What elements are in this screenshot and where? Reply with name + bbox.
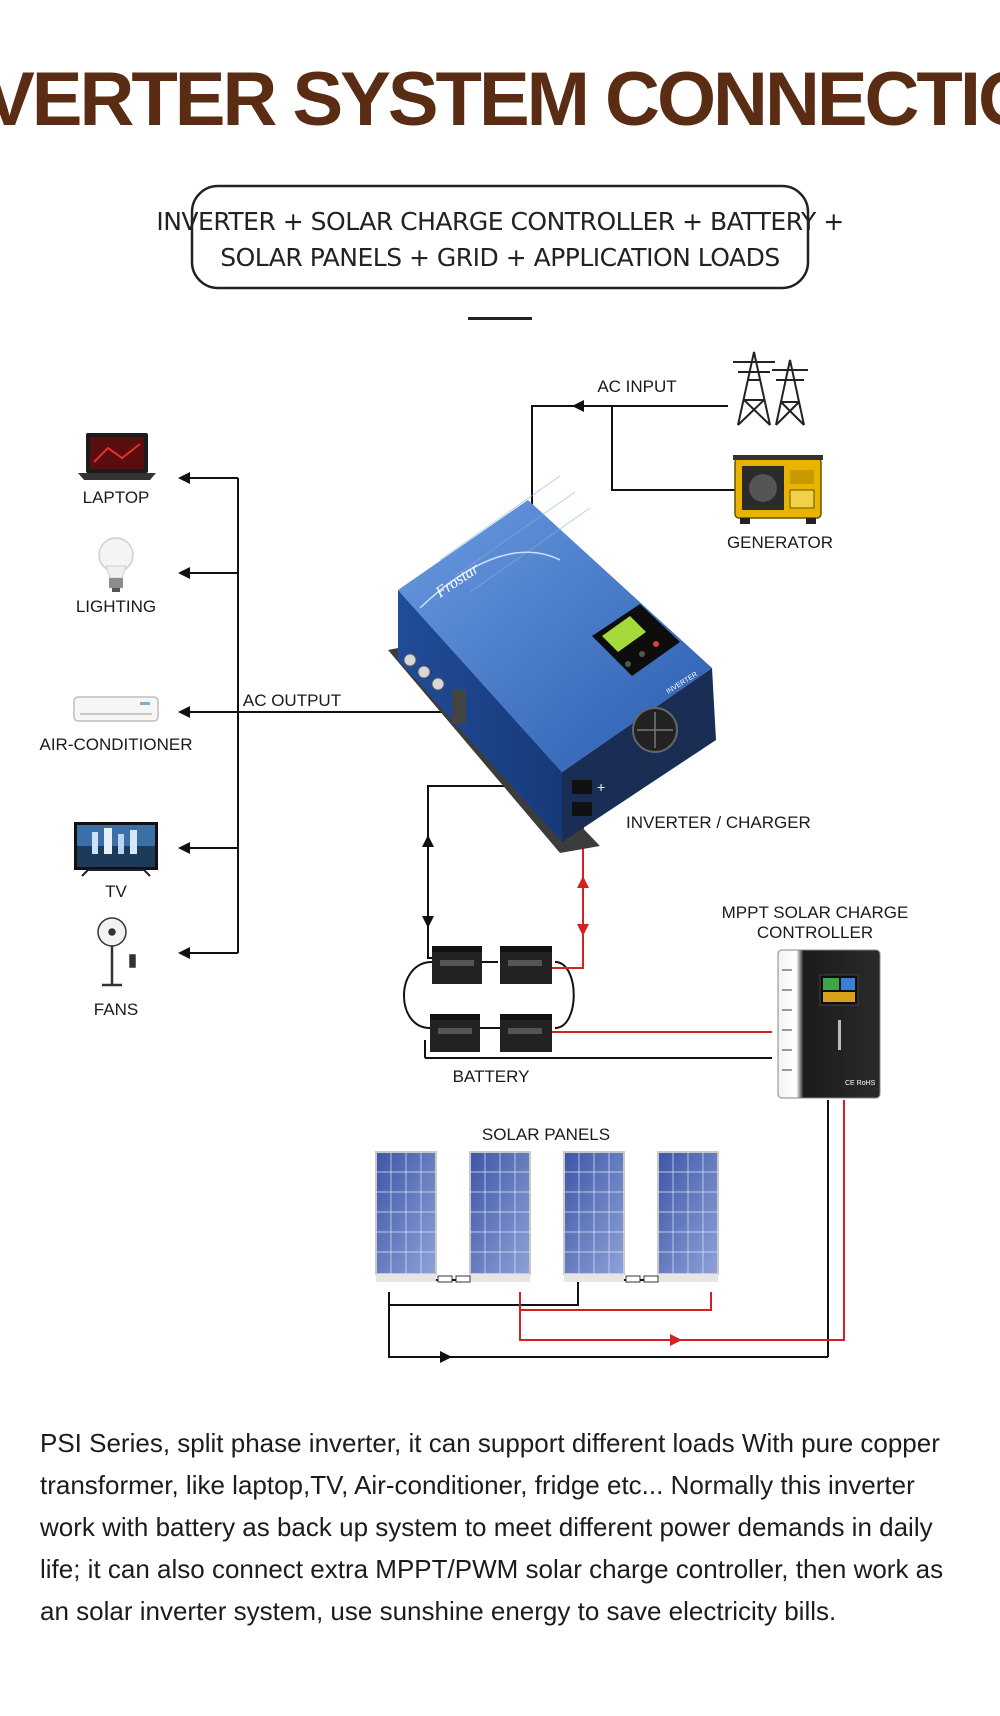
laptop-icon: [78, 433, 156, 480]
wire-battery-negative: [427, 785, 572, 959]
mppt-controller-unit: CE RoHS: [777, 949, 881, 1099]
lighting-label: LIGHTING: [76, 597, 156, 616]
description-paragraph: PSI Series, split phase inverter, it can…: [40, 1428, 944, 1626]
subtitle-line-2: SOLAR PANELS + GRID + APPLICATION LOADS: [220, 243, 780, 272]
solar-panel-array: [375, 1151, 719, 1283]
solar-panel-icon: [375, 1151, 437, 1282]
wire-battery-positive: [545, 790, 584, 969]
generator-label: GENERATOR: [727, 533, 833, 552]
tv-label: TV: [105, 882, 127, 901]
wire-solar-negative: [388, 1292, 447, 1358]
wire-ac-input: [531, 405, 728, 520]
solar-panel-icon: [469, 1151, 531, 1282]
subtitle-line-1: INVERTER + SOLAR CHARGE CONTROLLER + BAT…: [156, 207, 843, 236]
black-arrows: [178, 400, 584, 1363]
ac-output-label: AC OUTPUT: [243, 691, 341, 710]
mppt-label-line-2: CONTROLLER: [757, 923, 873, 942]
laptop-label: LAPTOP: [83, 488, 150, 507]
mppt-label-line-1: MPPT SOLAR CHARGE: [722, 903, 909, 922]
ac-input-label: AC INPUT: [597, 377, 676, 396]
controller-mark: CE RoHS: [845, 1080, 876, 1087]
inverter-charger-unit: INVERTER Frostar +: [388, 475, 716, 853]
air-conditioner-icon: [73, 696, 159, 722]
divider: [468, 317, 532, 320]
red-arrows: [577, 876, 682, 1346]
light-bulb-icon: [98, 537, 134, 592]
solar-panels-label: SOLAR PANELS: [482, 1125, 610, 1144]
svg-text:+: +: [597, 779, 605, 795]
battery-icon: [500, 946, 552, 984]
solar-panel-icon: [657, 1151, 719, 1282]
tv-icon: [74, 822, 158, 877]
fans-label: FANS: [94, 1000, 138, 1019]
generator-icon: [733, 455, 823, 524]
battery-icon: [432, 946, 482, 984]
air-conditioner-label: AIR-CONDITIONER: [40, 735, 193, 754]
inverter-charger-label: INVERTER / CHARGER: [626, 813, 811, 832]
page-title: INVERTER SYSTEM CONNECTION: [0, 57, 1000, 142]
battery-bank: [430, 946, 552, 1052]
wire-generator: [611, 406, 735, 491]
solar-panel-icon: [563, 1151, 625, 1282]
battery-label: BATTERY: [453, 1067, 530, 1086]
battery-icon: [500, 1014, 552, 1052]
subtitle-box: [190, 184, 810, 290]
battery-icon: [430, 1014, 480, 1052]
power-grid-icon: [733, 351, 808, 426]
fan-icon: [97, 917, 136, 987]
